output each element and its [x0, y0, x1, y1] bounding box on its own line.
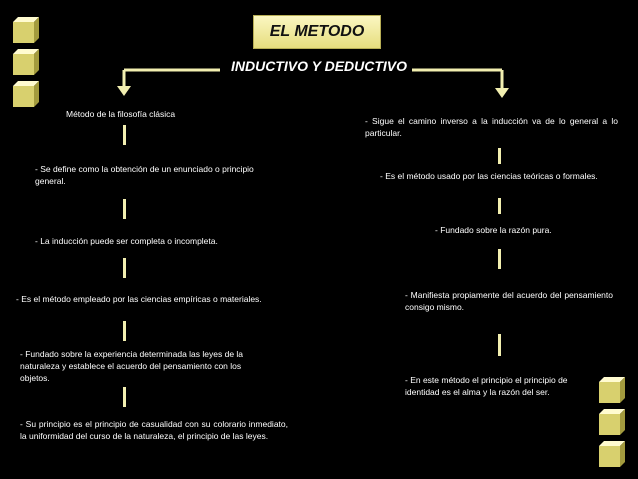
cube-icon — [13, 81, 39, 107]
left-item-2: - La inducción puede ser completa o inco… — [35, 236, 218, 246]
connector-line — [498, 148, 501, 164]
title-box: EL METODO — [253, 15, 381, 49]
connector-line — [498, 249, 501, 269]
connector-line — [123, 125, 126, 145]
connector-line — [123, 199, 126, 219]
right-item-2: - Es el método usado por las ciencias te… — [380, 171, 598, 181]
cube-icon — [13, 49, 39, 75]
connector-line — [498, 334, 501, 356]
right-item-1: - Sigue el camino inverso a la inducción… — [365, 116, 618, 138]
cube-icon — [599, 441, 625, 467]
cube-icon — [13, 17, 39, 43]
connector-line — [123, 387, 126, 407]
left-item-3: - Es el método empleado por las ciencias… — [16, 294, 262, 304]
right-item-4: - Manifiesta propiamente del acuerdo del… — [405, 290, 613, 312]
left-item-5: - Su principio es el principio de casual… — [20, 419, 288, 441]
connector-line — [123, 321, 126, 341]
diagram-title: EL METODO — [269, 23, 365, 40]
right-item-3: - Fundado sobre la razón pura. — [435, 225, 552, 235]
cube-icon — [599, 409, 625, 435]
connector-line — [123, 258, 126, 278]
right-item-5: - En este método el principio el princip… — [405, 375, 568, 397]
left-heading: Método de la filosofía clásica — [66, 109, 176, 119]
diagram-subtitle: INDUCTIVO Y DEDUCTIVO — [230, 58, 408, 74]
left-item-1: - Se define como la obtención de un enun… — [35, 164, 254, 186]
connector-line — [498, 198, 501, 214]
cube-icon — [599, 377, 625, 403]
left-item-4: - Fundado sobre la experiencia determina… — [20, 349, 244, 383]
